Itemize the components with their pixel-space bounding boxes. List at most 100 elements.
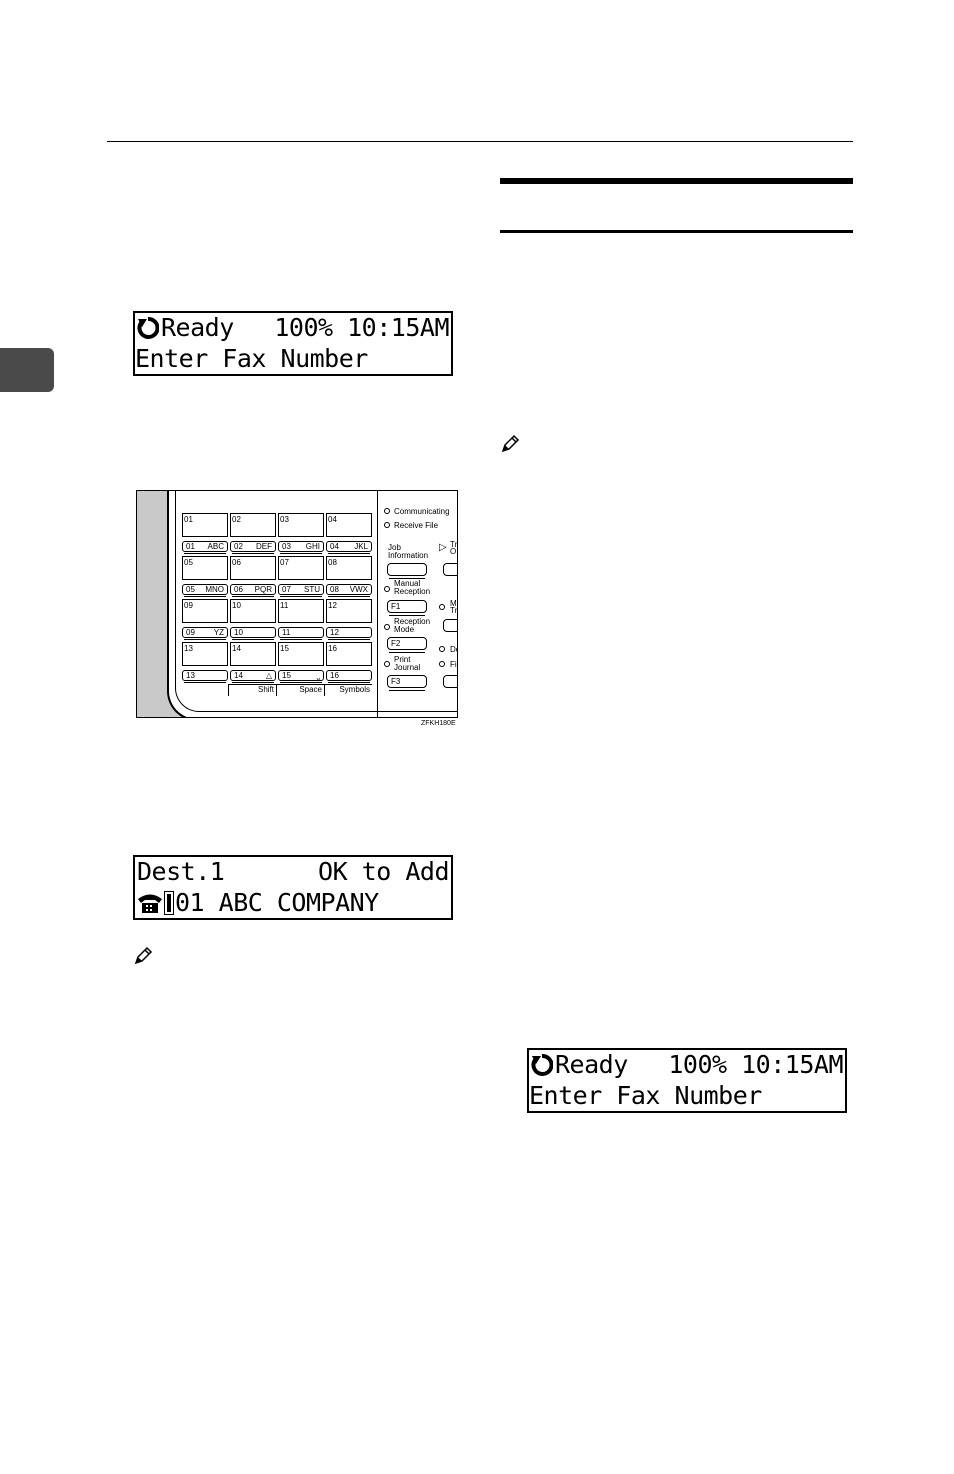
quick-dial-key-number: 08 xyxy=(330,585,339,594)
quick-dial-key-number: 15 xyxy=(282,671,291,680)
cut-key-2[interactable] xyxy=(443,619,457,632)
pencil-note-icon xyxy=(501,434,520,453)
quick-dial-label-box: 11 xyxy=(278,599,324,623)
quick-dial-key-08[interactable]: 08 VWX xyxy=(326,584,372,597)
lcd-prompt: Enter Fax Number xyxy=(135,344,368,373)
quick-dial-key-number: 07 xyxy=(282,585,291,594)
header-rule xyxy=(107,141,853,142)
quick-dial-key-letters: VWX xyxy=(349,585,368,594)
section-bar-top xyxy=(500,178,853,184)
text-cursor-icon xyxy=(164,891,174,915)
quick-dial-key-number: 13 xyxy=(186,671,195,680)
lcd-dest-number: Dest.1 xyxy=(137,857,225,886)
communicating-label: Communicating xyxy=(394,507,450,516)
quick-dial-key-number: 16 xyxy=(330,671,339,680)
quick-dial-label-box: 14 xyxy=(230,642,276,666)
lcd-status: Ready xyxy=(161,313,234,342)
communicating-led xyxy=(384,508,390,514)
lcd-zoom-time: 100% 10:15AM xyxy=(274,313,449,342)
quick-dial-label-box: 16 xyxy=(326,642,372,666)
quick-dial-key-03[interactable]: 03 GHI xyxy=(278,541,324,554)
quick-dial-box-number: 15 xyxy=(280,644,289,653)
quick-dial-key-number: 14 xyxy=(234,671,243,680)
figure-caption: ZFKH180E xyxy=(421,720,456,727)
f1-key[interactable]: F1 xyxy=(387,600,427,616)
quick-dial-key-14[interactable]: 14△ xyxy=(230,670,276,683)
memory-led xyxy=(439,604,445,610)
quick-dial-label-box: 13 xyxy=(182,642,228,666)
quick-dial-key-02[interactable]: 02 DEF xyxy=(230,541,276,554)
keypad-bottom-label-symbols: Symbols xyxy=(324,684,372,696)
quick-dial-key-letters: ⎵ xyxy=(316,671,320,680)
quick-dial-label-box: 03 xyxy=(278,513,324,537)
quick-dial-key-number: 02 xyxy=(234,542,243,551)
fi-led xyxy=(439,661,445,667)
receive-file-led xyxy=(384,522,390,528)
quick-dial-box-number: 12 xyxy=(328,601,337,610)
quick-dial-box-number: 06 xyxy=(232,558,241,567)
quick-dial-key-number: 09 xyxy=(186,628,195,637)
quick-dial-box-number: 09 xyxy=(184,601,193,610)
pencil-note-icon xyxy=(134,946,153,965)
quick-dial-key-12[interactable]: 12 xyxy=(326,627,372,640)
quick-dial-key-number: 05 xyxy=(186,585,195,594)
quick-dial-box-number: 16 xyxy=(328,644,337,653)
quick-dial-label-box: 02 xyxy=(230,513,276,537)
quick-dial-box-number: 02 xyxy=(232,515,241,524)
keypad-bottom-label-space: Space xyxy=(276,684,324,696)
lcd-zoom-time: 100% 10:15AM xyxy=(668,1050,843,1079)
telephone-icon xyxy=(138,894,162,913)
quick-dial-key-letters: DEF xyxy=(256,542,272,551)
lcd-display-ready: Ready 100% 10:15AM Enter Fax Number xyxy=(133,311,453,376)
quick-dial-box-number: 13 xyxy=(184,644,193,653)
section-bar-bottom xyxy=(500,230,853,233)
cut-key-1[interactable] xyxy=(443,563,457,576)
quick-dial-label-box: 04 xyxy=(326,513,372,537)
quick-dial-label-box: 06 xyxy=(230,556,276,580)
quick-dial-key-letters: GHI xyxy=(305,542,320,551)
f2-key[interactable]: F2 xyxy=(387,637,427,653)
triangle-icon: ▷ xyxy=(439,542,447,553)
quick-dial-label-box: 05 xyxy=(182,556,228,580)
receive-file-label: Receive File xyxy=(394,521,439,530)
lcd-display-destination: Dest.1 OK to Add 01 ABC COMPANY xyxy=(133,855,453,920)
lcd-display-ready-2: Ready 100% 10:15AM Enter Fax Number xyxy=(527,1048,847,1113)
quick-dial-box-number: 07 xyxy=(280,558,289,567)
job-info-key[interactable] xyxy=(387,563,427,579)
quick-dial-box-number: 05 xyxy=(184,558,193,567)
quick-dial-key-13[interactable]: 13 xyxy=(182,670,228,683)
quick-dial-key-10[interactable]: 10 xyxy=(230,627,276,640)
quick-dial-label-box: 07 xyxy=(278,556,324,580)
print-journal-led xyxy=(384,661,390,667)
quick-dial-label-box: 12 xyxy=(326,599,372,623)
chapter-tab xyxy=(0,348,54,392)
quick-dial-key-letters: ABC xyxy=(207,542,224,551)
quick-dial-label-box: 01 xyxy=(182,513,228,537)
manual-reception-led xyxy=(384,586,390,592)
reception-mode-led xyxy=(384,624,390,630)
quick-dial-key-16[interactable]: 16 xyxy=(326,670,372,683)
quick-dial-key-number: 03 xyxy=(282,542,291,551)
lcd-prompt: Enter Fax Number xyxy=(529,1081,762,1110)
quick-dial-key-01[interactable]: 01 ABC xyxy=(182,541,228,554)
lcd-destination-name: 01 ABC COMPANY xyxy=(175,888,379,917)
quick-dial-key-number: 12 xyxy=(330,628,339,637)
quick-dial-key-11[interactable]: 11 xyxy=(278,627,324,640)
quick-dial-label-box: 10 xyxy=(230,599,276,623)
quick-dial-key-number: 01 xyxy=(186,542,195,551)
f3-key[interactable]: F3 xyxy=(387,675,427,691)
quick-dial-box-number: 08 xyxy=(328,558,337,567)
cut-key-3[interactable] xyxy=(443,675,457,688)
lcd-status: Ready xyxy=(555,1050,628,1079)
quick-dial-key-number: 10 xyxy=(234,628,243,637)
quick-dial-key-15[interactable]: 15 ⎵ xyxy=(278,670,324,683)
